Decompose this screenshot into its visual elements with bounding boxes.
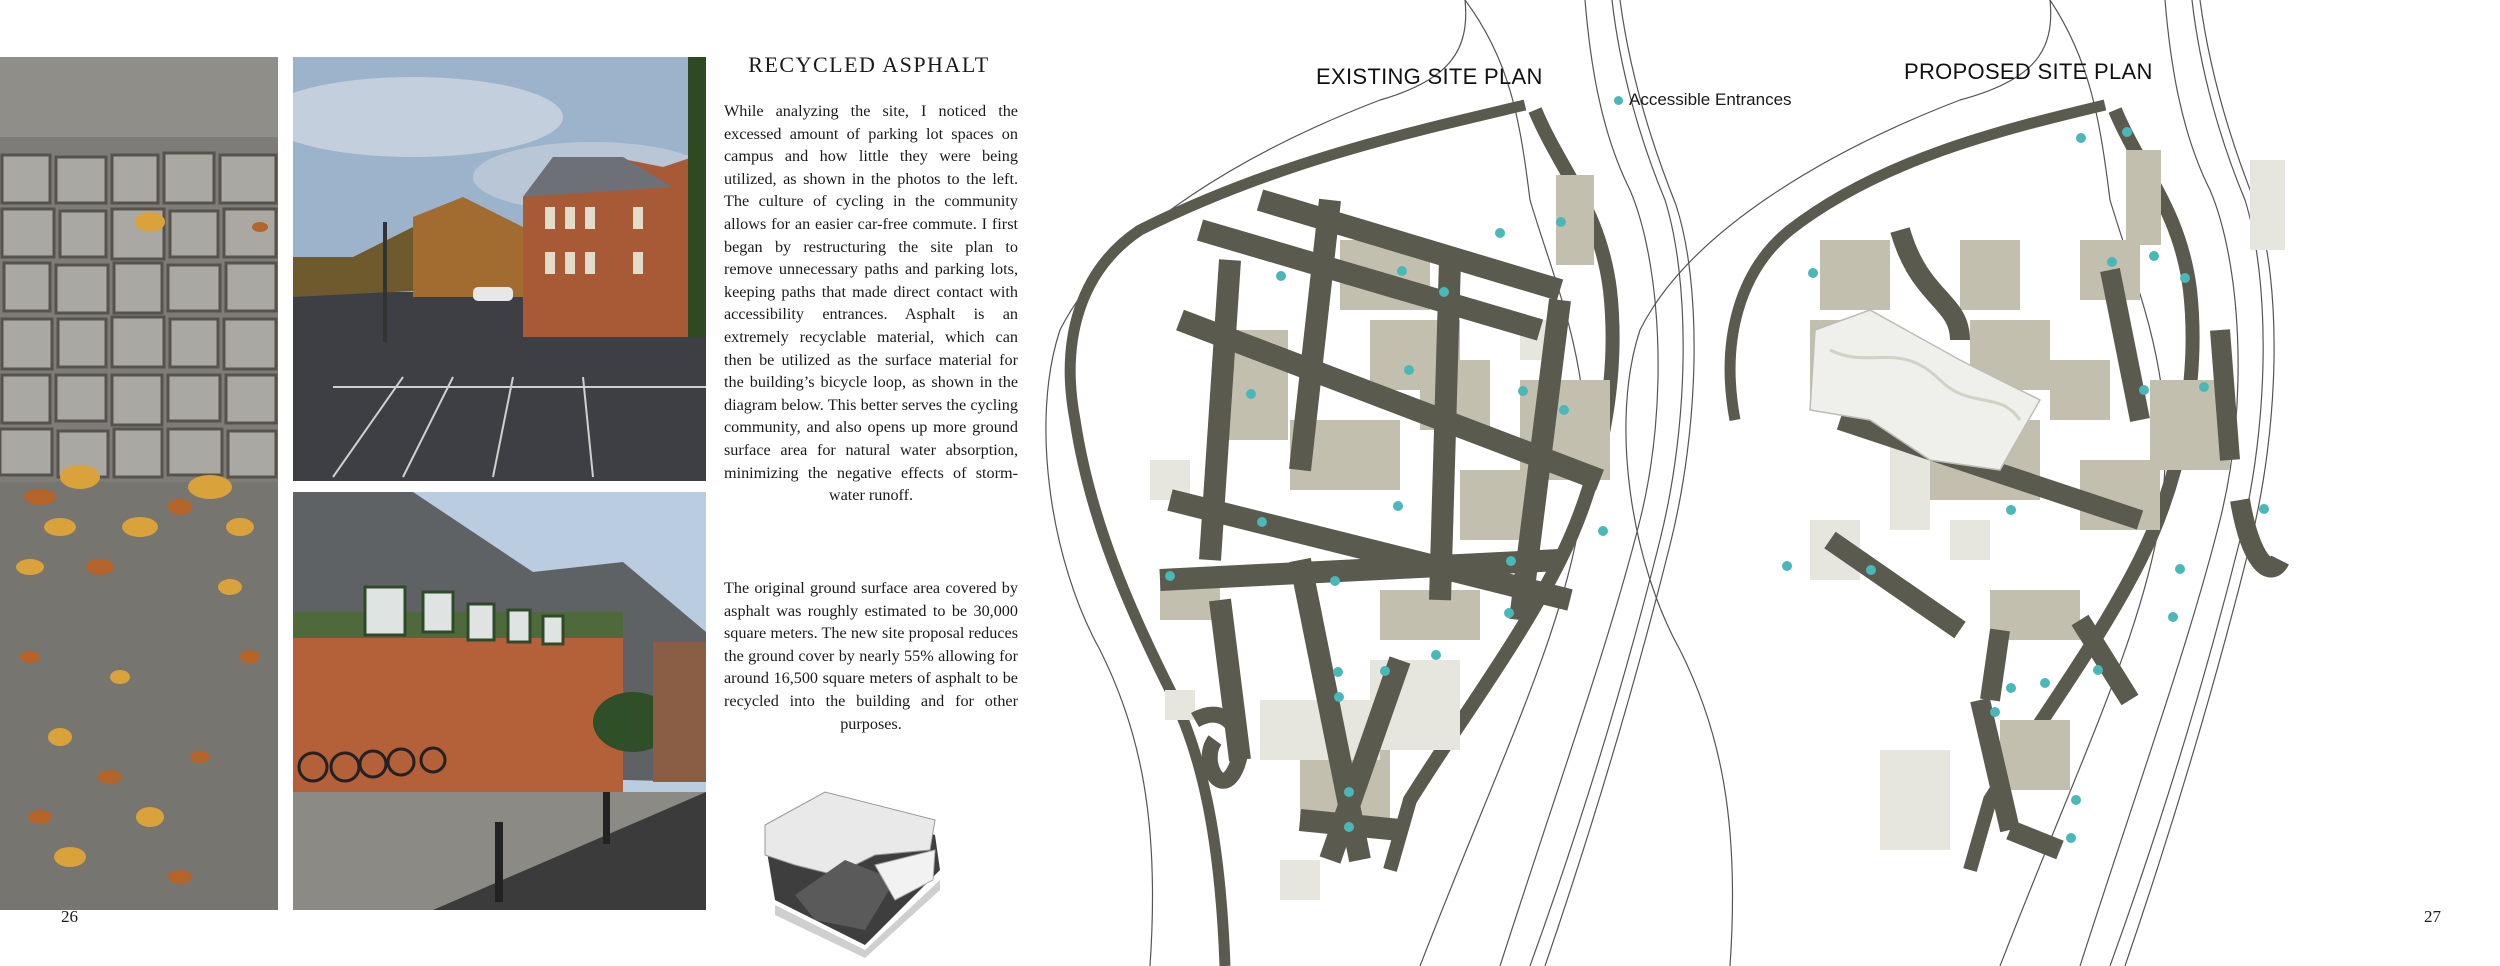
legend: Accessible Entrances bbox=[1614, 90, 1792, 110]
proposed-site-plan-title: PROPOSED SITE PLAN bbox=[1904, 59, 2153, 84]
page-number-left: 26 bbox=[61, 907, 78, 926]
photo-brick-building-bicycles bbox=[293, 492, 706, 910]
page-number-right: 27 bbox=[2424, 907, 2441, 926]
asphalt-bicycle-loop-diagram bbox=[764, 791, 940, 958]
legend-entrance-dot-icon bbox=[1614, 95, 1623, 105]
existing-site-plan-title: EXISTING SITE PLAN bbox=[1316, 64, 1543, 89]
legend-label: Accessible Entrances bbox=[1629, 90, 1792, 109]
photo-pavement-leaves bbox=[0, 57, 278, 910]
essay-paragraph-1: While analyzing the site, I noticed the … bbox=[724, 102, 1018, 505]
essay-title: RECYCLED ASPHALT bbox=[748, 52, 990, 77]
essay-paragraph-2: The original ground surface area covered… bbox=[724, 579, 1018, 733]
photo-parking-lot bbox=[293, 57, 706, 481]
